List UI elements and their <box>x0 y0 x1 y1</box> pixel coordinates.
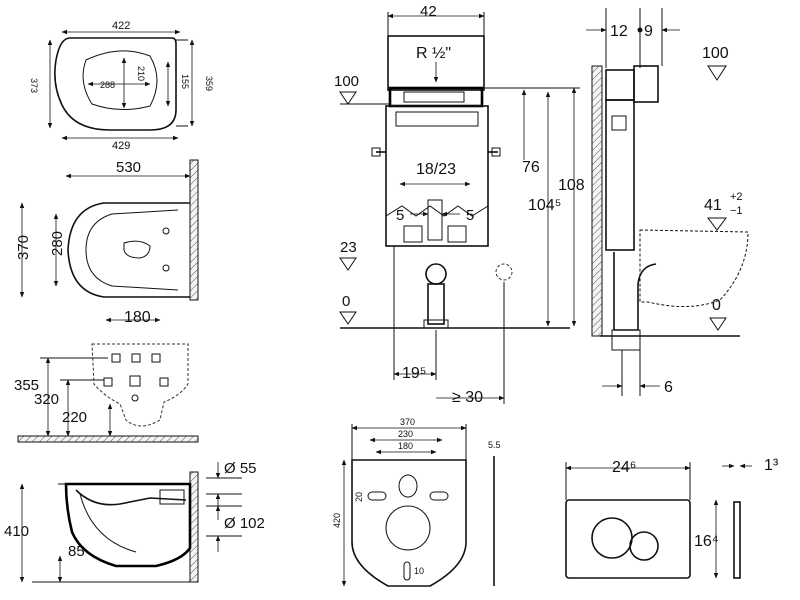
mat-bolt-outer-label: 230 <box>398 429 413 439</box>
mat-slot-width-label: 10 <box>414 566 424 576</box>
seat-depth-right-label: 359 <box>204 76 214 91</box>
offset-5-left-label: 5 <box>396 207 404 224</box>
bowl-height-label: 410 <box>4 523 29 540</box>
mat-height-label: 420 <box>332 513 342 528</box>
bowl-top-view: 530 370 280 <box>15 159 199 301</box>
tolerance-plus-label: +2 <box>730 191 743 203</box>
fixing-height-label: 320 <box>34 391 59 408</box>
frame-side-view: 12 9 100 41 +2 −1 0 6 <box>586 8 749 396</box>
water-connection-label: R ½" <box>416 45 451 62</box>
outlet-diameter-label: Ø 102 <box>224 515 265 532</box>
inner-width-label: 280 <box>49 231 66 256</box>
bowl-side-view: 410 85 Ø 55 Ø 102 <box>4 460 265 583</box>
seat-width-label: 422 <box>112 20 130 32</box>
mat-slot-label: 20 <box>354 492 364 502</box>
frame-width-label: 42 <box>420 3 437 20</box>
seat-width-bottom-label: 429 <box>112 140 130 152</box>
mat-width-label: 370 <box>400 417 415 427</box>
level-23-label: 23 <box>340 239 357 256</box>
rim-offset-label: 85 <box>68 543 85 560</box>
height-104-label: 104⁵ <box>528 197 561 214</box>
side-level-0-label: 0 <box>712 297 721 314</box>
flush-plate: 24⁶ 16⁴ 1³ <box>565 457 779 579</box>
hinge-offset-label: 155 <box>180 74 190 89</box>
floor-hatch <box>17 435 199 443</box>
mat-bolt-inner-label: 180 <box>398 441 413 451</box>
level-0-label: 0 <box>342 293 350 310</box>
plate-height-label: 16⁴ <box>694 533 719 550</box>
power-distance-label: ≥ 30 <box>452 389 483 406</box>
frame-front-view: 42 R ½" 100 76 104⁵ 108 18/23 5 5 23 0 1… <box>334 3 585 406</box>
seat-top-view: 422 429 373 359 288 210 155 <box>29 20 214 152</box>
drain-offset-label: 19⁵ <box>402 365 426 382</box>
height-76-label: 76 <box>522 159 540 176</box>
plate-width-label: 24⁶ <box>612 459 636 476</box>
bowl-fixing-view: 180 355 320 220 <box>14 309 199 443</box>
fixing-distance-label: 180 <box>124 309 151 326</box>
inlet-diameter-label: Ø 55 <box>224 460 257 477</box>
offset-5-right-label: 5 <box>466 207 474 224</box>
depth-9-label: 9 <box>644 23 653 40</box>
tolerance-minus-label: −1 <box>730 205 743 217</box>
bolt-spacing-label: 18/23 <box>416 161 456 178</box>
side-level-100-label: 100 <box>702 45 729 62</box>
drain-height-label: 220 <box>62 409 87 426</box>
plate-depth-label: 1³ <box>764 457 779 474</box>
pipe-offset-label: 6 <box>664 379 673 396</box>
wall-hatch <box>189 159 199 301</box>
sound-insulation-mat: 370 230 180 420 20 10 5.5 <box>332 417 501 587</box>
mat-thickness-label: 5.5 <box>488 440 501 450</box>
seat-depth-label: 373 <box>29 78 39 93</box>
seat-height-label: 41 <box>704 197 722 214</box>
opening-width-label: 288 <box>100 80 115 90</box>
top-height-label: 355 <box>14 377 39 394</box>
level-100-label: 100 <box>334 73 359 90</box>
height-108-label: 108 <box>558 177 585 194</box>
bowl-length-label: 530 <box>116 159 141 176</box>
wall-gap-label: 12 <box>610 23 628 40</box>
opening-depth-label: 210 <box>136 66 146 81</box>
bowl-width-label: 370 <box>15 235 32 260</box>
